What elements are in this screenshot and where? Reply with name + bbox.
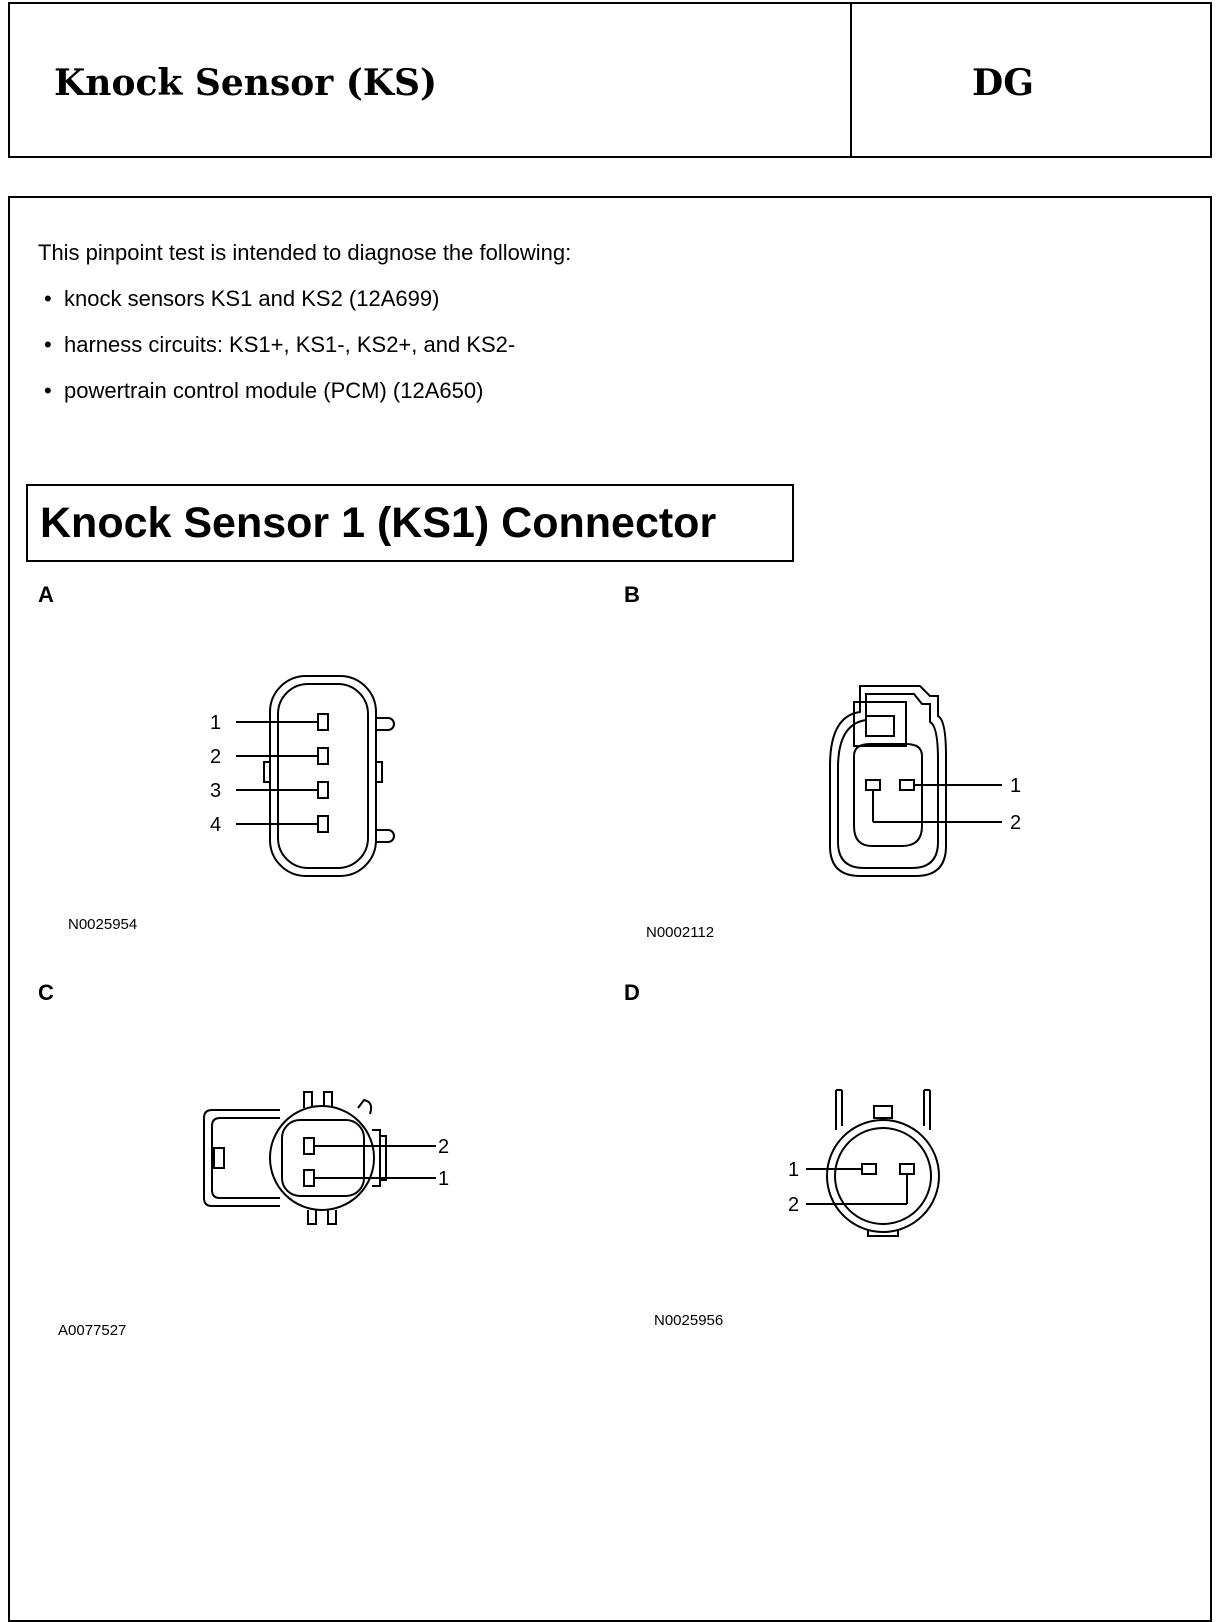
panel-label-c: C xyxy=(38,980,54,1005)
figure-code-d: N0025956 xyxy=(654,1312,724,1329)
figure-code-b: N0002112 xyxy=(646,924,715,941)
intro-list: knock sensors KS1 and KS2 (12A699) harne… xyxy=(38,276,571,414)
section-code: DG xyxy=(972,62,1034,104)
panel-label-a: A xyxy=(38,582,54,607)
pin-label: 1 xyxy=(788,1159,799,1181)
intro-lead: This pinpoint test is intended to diagno… xyxy=(38,240,572,265)
header-divider xyxy=(850,4,852,156)
pin-label: 1 xyxy=(438,1168,449,1190)
panel-label-d: D xyxy=(624,980,640,1005)
list-item: powertrain control module (PCM) (12A650) xyxy=(38,368,571,414)
list-item: knock sensors KS1 and KS2 (12A699) xyxy=(38,276,571,322)
header-box: Knock Sensor (KS) DG xyxy=(8,2,1212,158)
figure-code-c: A0077527 xyxy=(58,1322,127,1339)
section-title: Knock Sensor 1 (KS1) Connector xyxy=(26,484,794,562)
pin-label: 2 xyxy=(788,1194,799,1216)
figure-code-a: N0025954 xyxy=(68,916,138,933)
page-title: Knock Sensor (KS) xyxy=(54,62,438,104)
connector-d-diagram: 1 2 xyxy=(788,1089,940,1237)
connector-b-diagram: 1 2 xyxy=(829,685,1021,877)
pin-label: 2 xyxy=(1010,812,1021,834)
connector-a-diagram: 1 2 3 4 xyxy=(210,675,395,877)
panel-label-b: B xyxy=(624,582,640,607)
pin-label: 1 xyxy=(1010,775,1021,797)
pin-label: 4 xyxy=(210,814,221,836)
content-box: This pinpoint test is intended to diagno… xyxy=(8,196,1212,1622)
list-item: harness circuits: KS1+, KS1-, KS2+, and … xyxy=(38,322,571,368)
intro-block: This pinpoint test is intended to diagno… xyxy=(38,230,571,414)
pin-label: 1 xyxy=(210,712,221,734)
pin-label: 3 xyxy=(210,780,221,802)
connector-c-diagram: 2 1 xyxy=(203,1091,449,1225)
pin-label: 2 xyxy=(210,746,221,768)
pin-label: 2 xyxy=(438,1136,449,1158)
